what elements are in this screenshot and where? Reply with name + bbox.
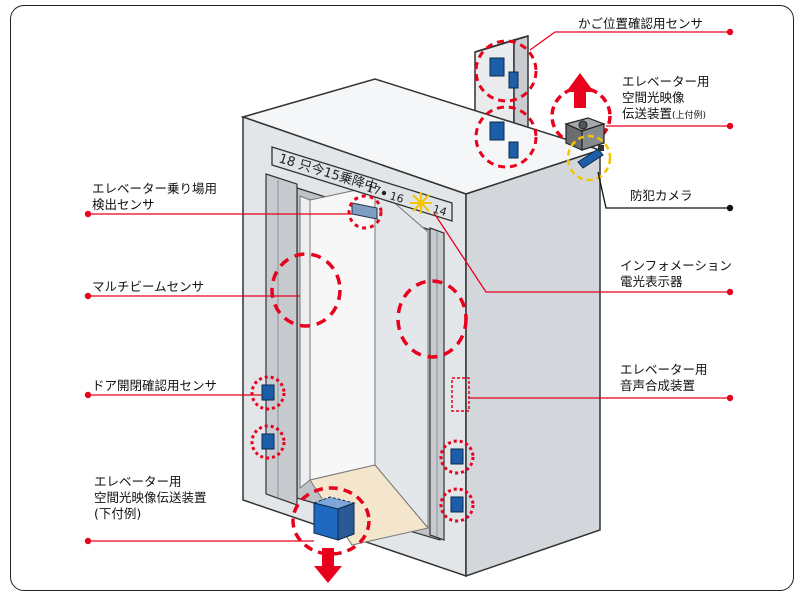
display-highlight-burst bbox=[410, 192, 432, 214]
label-lower-optical-device: エレベーター用 空間光映像伝送装置 (下付例) bbox=[94, 474, 207, 522]
label-security-camera-text: 防犯カメラ bbox=[630, 188, 693, 203]
door-sensors bbox=[250, 375, 475, 523]
label-lower-optical-line2: 空間光映像伝送装置 bbox=[94, 490, 207, 505]
hall-detection-sensor bbox=[347, 194, 383, 230]
cage-position-sensors bbox=[474, 39, 538, 169]
security-camera bbox=[566, 134, 612, 182]
label-security-camera: 防犯カメラ bbox=[630, 188, 693, 204]
label-upper-optical-line3-wrap: 伝送装置(上付例) bbox=[622, 106, 710, 124]
label-door-sensor: ドア開閉確認用センサ bbox=[92, 378, 217, 394]
label-hall-detection-line1: エレベーター乗り場用 bbox=[92, 181, 218, 196]
label-door-sensor-text: ドア開閉確認用センサ bbox=[92, 378, 218, 393]
upper-optical-device bbox=[550, 73, 612, 151]
label-hall-detection-line2: 検出センサ bbox=[92, 197, 155, 212]
label-voice-synthesizer-line2: 音声合成装置 bbox=[620, 378, 696, 393]
label-information-display-line2: 電光表示器 bbox=[620, 274, 683, 289]
label-lower-optical-line1: エレベーター用 bbox=[94, 474, 182, 489]
label-multibeam-sensor: マルチビームセンサ bbox=[92, 279, 204, 295]
label-voice-synthesizer-line1: エレベーター用 bbox=[620, 362, 708, 377]
label-lower-optical-line3: (下付例) bbox=[94, 506, 142, 521]
display-floor-17: 17 bbox=[365, 181, 382, 198]
label-upper-optical-note: (上付例) bbox=[672, 111, 707, 121]
label-multibeam-sensor-text: マルチビームセンサ bbox=[92, 279, 205, 294]
label-cage-position-sensor-text: かご位置確認用センサ bbox=[578, 16, 704, 31]
camera-callout-line bbox=[597, 171, 730, 209]
label-hall-detection-sensor: エレベーター乗り場用 検出センサ bbox=[92, 181, 217, 213]
elevator-car-interior bbox=[265, 173, 445, 546]
display-bullet bbox=[381, 190, 387, 196]
label-information-display: インフォメーション 電光表示器 bbox=[620, 258, 732, 290]
label-information-display-line1: インフォメーション bbox=[620, 258, 732, 273]
label-cage-position-sensor: かご位置確認用センサ bbox=[578, 16, 703, 32]
lower-optical-device bbox=[291, 486, 371, 583]
label-upper-optical-line1: エレベーター用 bbox=[622, 74, 710, 89]
label-upper-optical-line3: 伝送装置 bbox=[622, 106, 673, 121]
label-voice-synthesizer: エレベーター用 音声合成装置 bbox=[620, 362, 708, 394]
multibeam-sensor-markers bbox=[270, 252, 468, 359]
callout-lines bbox=[88, 31, 730, 542]
display-floor-16: 16 bbox=[388, 189, 405, 206]
label-upper-optical-device: エレベーター用 空間光映像 伝送装置(上付例) bbox=[622, 74, 710, 124]
callout-dots bbox=[84, 28, 734, 545]
label-upper-optical-line2: 空間光映像 bbox=[622, 90, 685, 105]
